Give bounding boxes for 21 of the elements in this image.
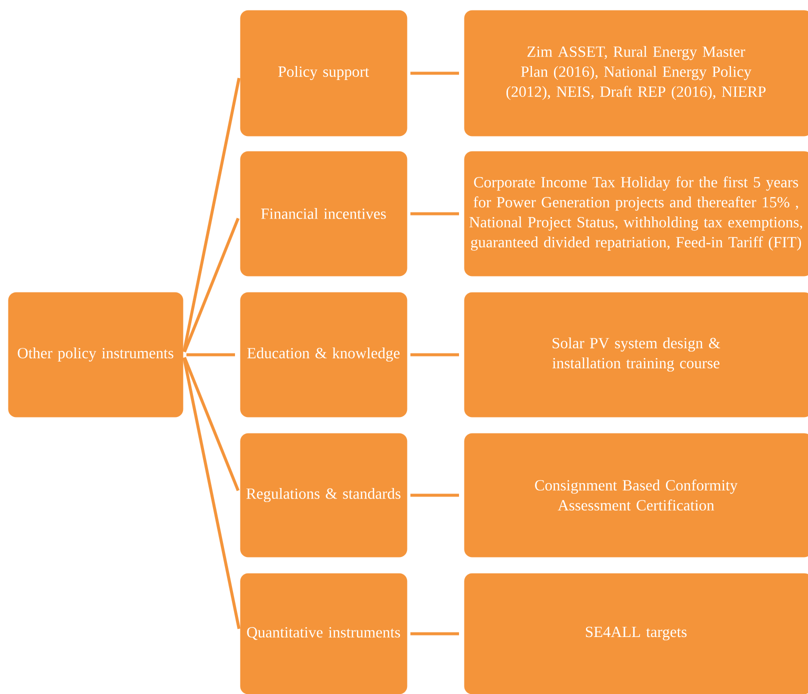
detail-box: Consignment Based Conformity Assessment Certification <box>464 433 808 558</box>
connector-line <box>183 218 240 352</box>
category-box: Policy support <box>240 10 408 136</box>
detail-box: Zim ASSET, Rural Energy Master Plan (2016), National Energy Policy (2012), NEIS, Draft REP (2016), NIERP <box>464 10 808 136</box>
detail-box: Corporate Income Tax Holiday for the first 5 years for Power Generation projects and thereafter 15% , National Project Status, withholding tax exemptions, guaranteed divided repatriation, Feed-in Tariff (FIT) <box>464 151 808 276</box>
category-box: Quantitative instruments <box>240 573 408 694</box>
connector-line <box>182 357 240 630</box>
detail-box: Solar PV system design & installation training course <box>464 292 808 418</box>
connector-line <box>182 78 240 352</box>
connector-line <box>186 353 235 356</box>
category-box: Regulations & standards <box>240 433 408 558</box>
connector-line <box>410 632 459 636</box>
category-box: Financial incentives <box>240 151 408 276</box>
detail-box: SE4ALL targets <box>464 573 808 694</box>
connector-line <box>410 72 459 75</box>
category-box: Education & knowledge <box>240 292 408 418</box>
connector-line <box>410 212 459 216</box>
root-box: Other policy instruments <box>8 292 184 418</box>
connector-line <box>410 353 459 356</box>
connector-line <box>183 356 240 492</box>
connector-line <box>410 494 459 497</box>
